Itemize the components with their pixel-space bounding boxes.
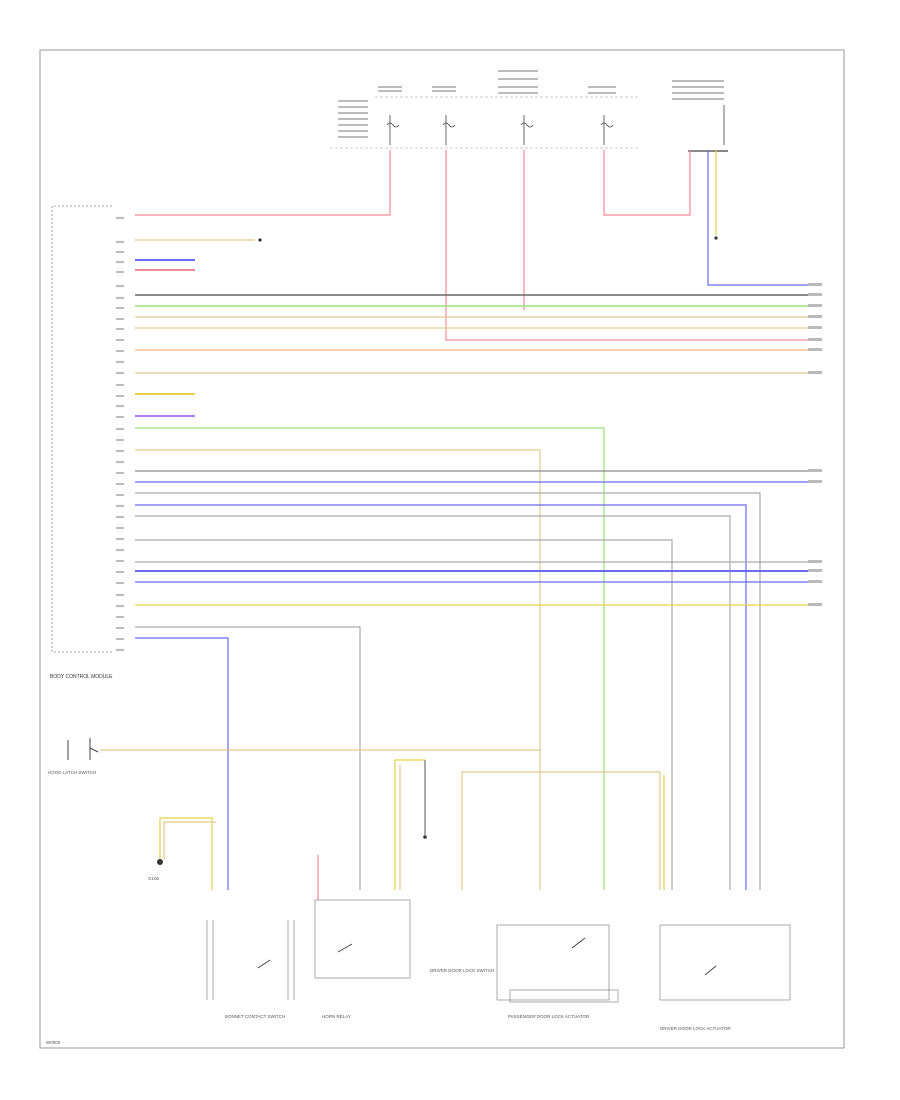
- ground-symbols: [157, 236, 718, 865]
- svg-text:DRIVER DOOR LOCK SWITCH: DRIVER DOOR LOCK SWITCH: [430, 968, 494, 973]
- diagram-frame: [39, 49, 845, 1049]
- svg-text:HORN RELAY: HORN RELAY: [322, 1014, 351, 1019]
- ground-icon: [157, 859, 163, 865]
- bonnet-contact-switch: BONNET CONTACT SWITCH: [206, 920, 295, 1019]
- hood-latch-switch: HOOD LATCH SWITCH: [48, 738, 99, 775]
- ground-label: G106: [148, 876, 160, 881]
- driver-door-lock-actuator: DRIVER DOOR LOCK ACTUATOR: [659, 924, 791, 1031]
- body-control-module: BODY CONTROL MODULE: [50, 205, 124, 680]
- wire-red-1: [135, 150, 391, 216]
- bottom-left-code: W0000: [46, 1040, 61, 1045]
- wires: [100, 150, 820, 900]
- passenger-door-lock-actuator: PASSENGER DOOR LOCK ACTUATOR: [508, 989, 619, 1019]
- svg-text:DRIVER DOOR LOCK ACTUATOR: DRIVER DOOR LOCK ACTUATOR: [660, 1026, 731, 1031]
- ground-icon: [423, 835, 427, 839]
- ground-icon: [714, 236, 718, 240]
- svg-text:BONNET CONTACT SWITCH: BONNET CONTACT SWITCH: [225, 1014, 285, 1019]
- fuse-block: [330, 70, 728, 152]
- ground-icon: [258, 238, 262, 242]
- svg-text:HOOD LATCH SWITCH: HOOD LATCH SWITCH: [48, 770, 96, 775]
- driver-door-lock-switch: DRIVER DOOR LOCK SWITCH: [430, 924, 610, 1001]
- module-label: BODY CONTROL MODULE: [50, 674, 113, 680]
- horn-relay: HORN RELAY: [314, 899, 411, 1019]
- svg-text:PASSENGER DOOR LOCK ACTUATOR: PASSENGER DOOR LOCK ACTUATOR: [508, 1014, 590, 1019]
- wire-terminals: [808, 283, 822, 606]
